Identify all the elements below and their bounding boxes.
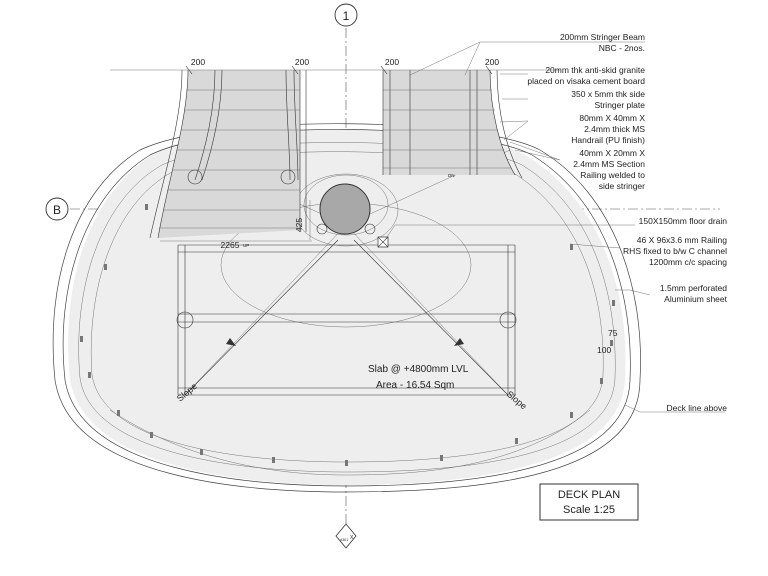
landing-width-dim: 2265 — [221, 240, 240, 250]
stair-right — [382, 69, 523, 179]
annotation-handrail: 80mm X 40mm X 2.4mm thick MS Handrail (P… — [571, 113, 645, 145]
grid-label-b: B — [53, 203, 61, 217]
section-marker-sheet: A301 — [340, 538, 348, 542]
annotation-line: 80mm X 40mm X — [579, 113, 645, 123]
dimension-marks: 200 200 200 200 2265 UP DN 425 75 100 — [110, 57, 618, 355]
stair-width-dim-4: 200 — [485, 57, 499, 67]
annotation-line: 2.4mm MS Section — [573, 159, 645, 169]
annotation-stringer-plate: 350 x 5mm thk side Stringer plate — [571, 89, 645, 110]
rail-offset-dim-75: 75 — [608, 328, 618, 338]
slab-level-label: Slab @ +4800mm LVL — [368, 364, 469, 375]
annotation-line: 20mm thk anti-skid granite — [545, 65, 645, 75]
landing-depth-dim: 425 — [294, 218, 304, 232]
annotation-line: side stringer — [599, 181, 645, 191]
annotation-line: 350 x 5mm thk side — [571, 89, 645, 99]
stair-width-dim-3: 200 — [385, 57, 399, 67]
annotation-line: 46 X 96x3.6 mm Railing — [637, 235, 728, 245]
stair-width-dim-2: 200 — [295, 57, 309, 67]
grid-bubble-1 — [334, 3, 358, 27]
stair-width-dim-1: 200 — [191, 57, 205, 67]
annotation-line: 150X150mm floor drain — [639, 216, 728, 226]
stair-left — [149, 69, 307, 239]
stair-down-label: DN — [448, 173, 455, 178]
annotation-line: RHS fixed to b/w C channel — [623, 246, 727, 256]
annotation-line: 200mm Stringer Beam — [560, 32, 645, 42]
annotation-line: Stringer plate — [594, 100, 645, 110]
section-marker: X A301 — [335, 523, 357, 549]
central-column — [316, 183, 376, 235]
leader-lines — [384, 41, 725, 413]
annotation-perforated-sheet: 1.5mm perforated Aluminium sheet — [660, 283, 728, 304]
annotation-line: Aluminium sheet — [664, 294, 727, 304]
title-block-scale: Scale 1:25 — [563, 504, 615, 516]
grid-label-1: 1 — [343, 9, 350, 23]
floor-drain-symbol — [377, 236, 389, 248]
annotation-ms-section: 40mm X 20mm X 2.4mm MS Section Railing w… — [573, 148, 645, 191]
annotation-line: 40mm X 20mm X — [579, 148, 645, 158]
title-block-title: DECK PLAN — [558, 489, 620, 501]
stair-up-label: UP — [243, 243, 249, 248]
title-block: DECK PLAN Scale 1:25 — [539, 483, 639, 521]
slab-area-label: Area - 16.54 Sqm — [376, 380, 454, 391]
annotation-line: 2.4mm thick MS — [584, 124, 645, 134]
annotation-line: Handrail (PU finish) — [571, 135, 645, 145]
railing-posts — [80, 204, 615, 466]
section-marker-label: X — [350, 535, 354, 541]
annotation-deck-line: Deck line above — [667, 403, 728, 413]
annotation-line: Railing welded to — [580, 170, 645, 180]
rail-offset-dim-100: 100 — [597, 345, 611, 355]
grid-bubble-b — [45, 197, 69, 221]
annotation-line: 1200mm c/c spacing — [649, 257, 727, 267]
annotation-line: Deck line above — [667, 403, 728, 413]
annotation-line: placed on visaka cement board — [527, 76, 645, 86]
annotation-floor-drain: 150X150mm floor drain — [639, 216, 728, 226]
annotation-granite: 20mm thk anti-skid granite placed on vis… — [527, 65, 645, 86]
annotation-line: 1.5mm perforated — [660, 283, 727, 293]
annotation-railing-rhs: 46 X 96x3.6 mm Railing RHS fixed to b/w … — [623, 235, 727, 267]
deck-outline — [52, 123, 641, 493]
annotation-stringer-beam: 200mm Stringer Beam NBC - 2nos. — [560, 32, 645, 53]
annotation-line: NBC - 2nos. — [599, 43, 645, 53]
